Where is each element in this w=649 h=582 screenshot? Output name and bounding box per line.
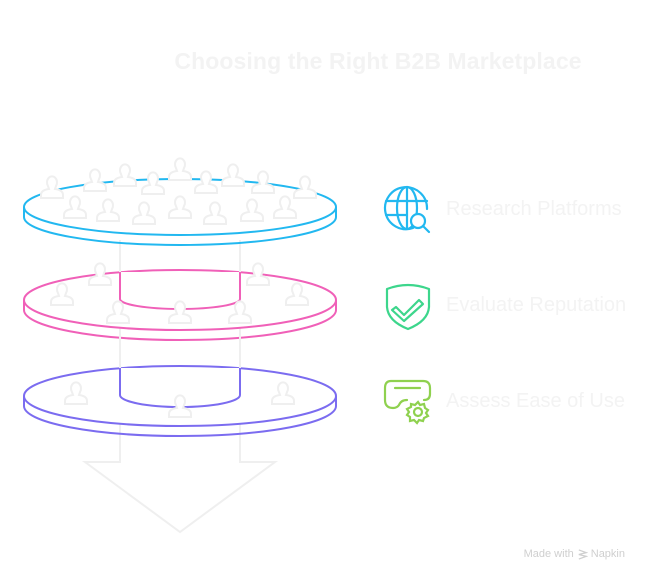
person-icon <box>40 175 64 199</box>
made-with-text: Made with <box>523 548 574 560</box>
shield-check-icon <box>383 283 433 333</box>
globe-search-icon <box>383 185 433 235</box>
person-icon <box>64 381 88 405</box>
person-icon <box>228 300 252 324</box>
person-icon <box>106 300 130 324</box>
person-icon <box>63 195 87 219</box>
person-icon <box>113 163 137 187</box>
person-icon <box>271 381 295 405</box>
vr-headset-gear-icon <box>383 378 433 428</box>
footer-attribution[interactable]: Made with Napkin <box>524 548 625 560</box>
person-icon <box>246 262 270 286</box>
napkin-logo-icon <box>578 548 588 560</box>
napkin-brand-text: Napkin <box>590 548 625 560</box>
person-icon <box>96 198 120 222</box>
person-icon <box>132 201 156 225</box>
person-icon <box>221 163 245 187</box>
people-icons <box>40 157 317 418</box>
person-icon <box>273 195 297 219</box>
person-icon <box>168 394 192 418</box>
layer-label-research: Research Platforms <box>446 198 622 220</box>
layer-label-ease-of-use: Assess Ease of Use <box>446 390 625 412</box>
person-icon <box>194 170 218 194</box>
person-icon <box>293 175 317 199</box>
person-icon <box>251 170 275 194</box>
layer-label-reputation: Evaluate Reputation <box>446 294 627 316</box>
down-arrow <box>81 240 279 534</box>
person-icon <box>285 282 309 306</box>
person-icon <box>203 201 227 225</box>
person-icon <box>83 168 107 192</box>
person-icon <box>240 198 264 222</box>
page-title: Choosing the Right B2B Marketplace <box>174 48 582 74</box>
person-icon <box>50 282 74 306</box>
person-icon <box>88 262 112 286</box>
person-icon <box>168 157 192 181</box>
person-icon <box>141 171 165 195</box>
person-icon <box>168 300 192 324</box>
person-icon <box>168 195 192 219</box>
